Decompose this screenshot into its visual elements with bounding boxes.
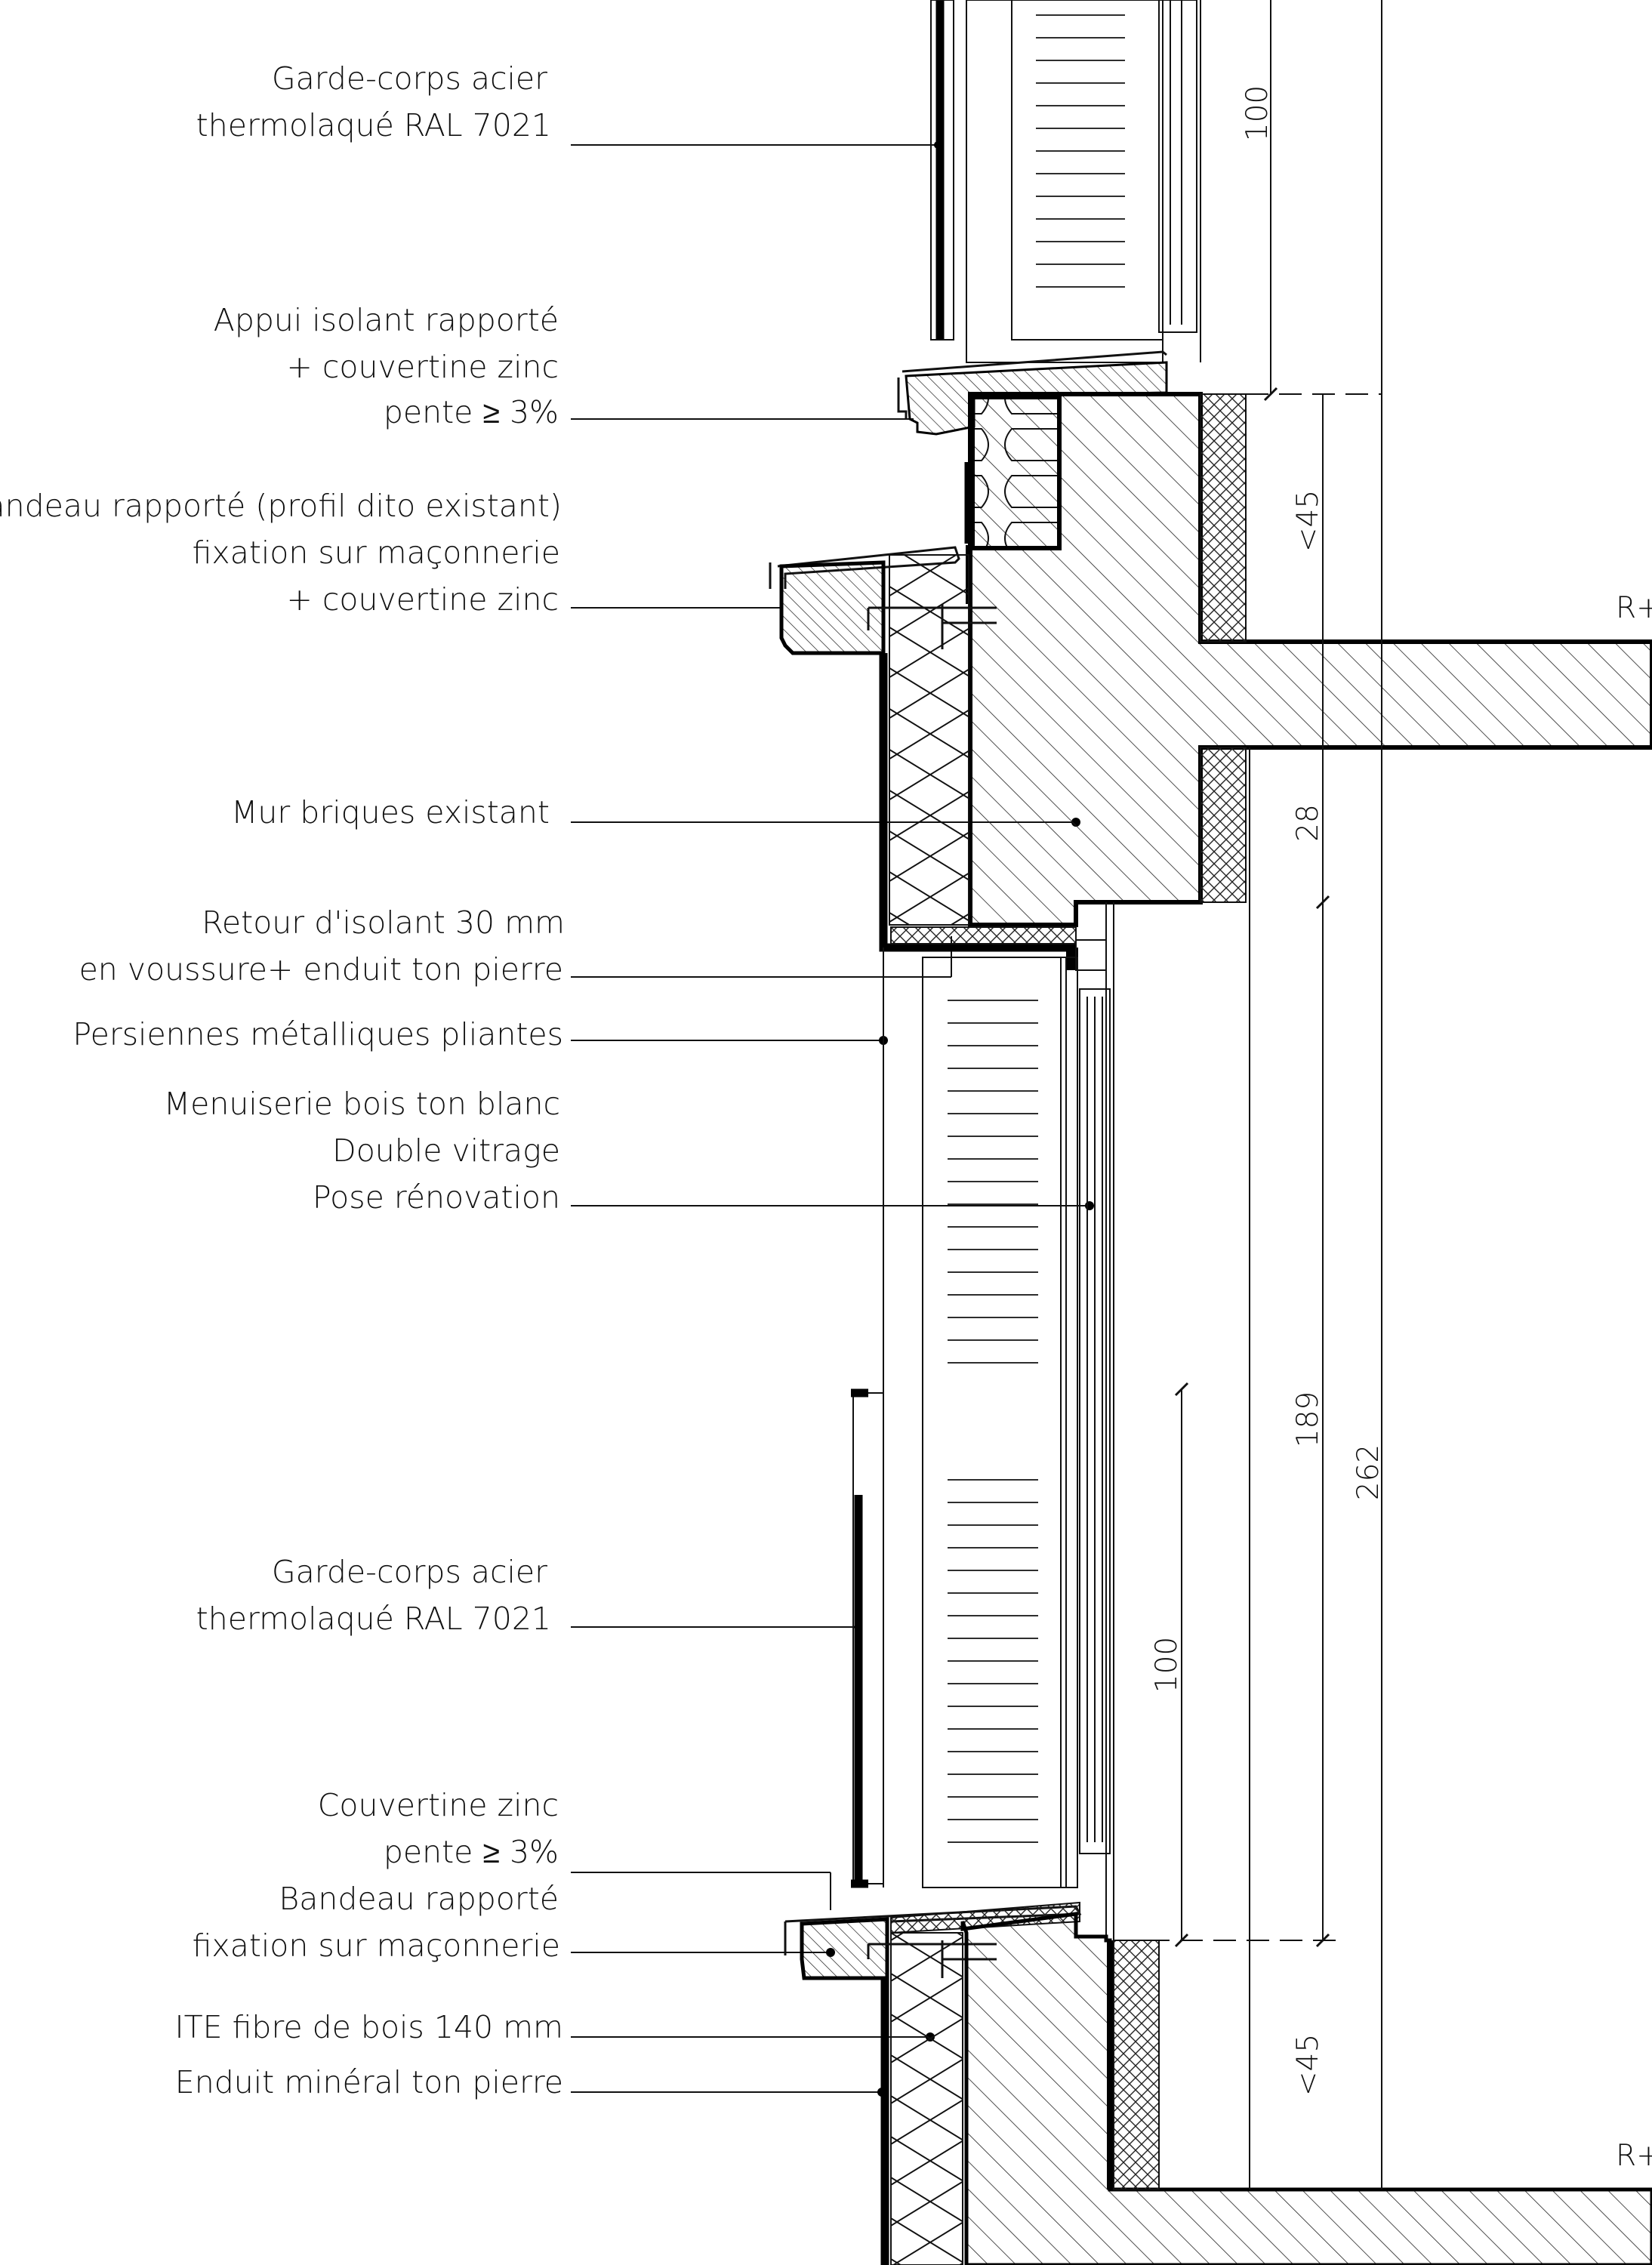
label-brick-wall: Mur briques existant — [231, 794, 550, 830]
annotation-labels: Garde-corps acier thermolaqué RAL 7021 A… — [0, 60, 565, 2100]
main-window — [883, 902, 1114, 1940]
label-zinc-cover-1: Couvertine zinc — [318, 1787, 559, 1823]
label-guardrail-top-2: thermolaqué RAL 7021 — [196, 107, 551, 143]
upper-wall — [964, 392, 1652, 927]
label-zinc-cover-2: pente ≥ 3% — [384, 1834, 559, 1870]
dim-100-bottom: 100 — [1150, 1637, 1184, 1693]
label-render: Enduit minéral ton pierre — [175, 2064, 563, 2100]
label-insulation-return-2: en voussure+ enduit ton pierre — [79, 951, 563, 988]
label-guardrail-bottom-1: Garde-corps acier — [272, 1554, 547, 1590]
label-bandeau-3: + couvertine zinc — [287, 581, 559, 618]
label-guardrail-bottom-2: thermolaqué RAL 7021 — [196, 1601, 551, 1637]
level-marker-top: R+ — [1616, 591, 1652, 625]
dim-45-top: <45 — [1291, 490, 1325, 552]
level-marker-bottom: R+ — [1616, 2139, 1652, 2173]
dimension-text: 100 <45 28 189 262 100 <45 R+ R+ — [1150, 85, 1652, 2173]
label-bandeau-1: andeau rapporté (profil dito existant) — [0, 488, 562, 524]
label-insulation-return-1: Retour d'isolant 30 mm — [202, 904, 565, 941]
label-joinery-1: Menuiserie bois ton blanc — [164, 1086, 560, 1122]
label-sill-1: Appui isolant rapporté — [214, 302, 559, 338]
label-shutters: Persiennes métalliques pliantes — [72, 1016, 563, 1052]
dimension-lines — [1114, 0, 1382, 2190]
label-sill-3: pente ≥ 3% — [384, 394, 559, 430]
upper-window — [930, 0, 1201, 363]
label-joinery-3: Pose rénovation — [313, 1179, 560, 1216]
label-zinc-cover-3: Bandeau rapporté — [279, 1881, 559, 1917]
label-bandeau-2: fixation sur maçonnerie — [193, 535, 560, 571]
label-ite: ITE fibre de bois 140 mm — [175, 2009, 563, 2045]
dim-28: 28 — [1291, 804, 1325, 842]
label-sill-2: + couvertine zinc — [287, 349, 559, 385]
label-guardrail-top-1: Garde-corps acier — [272, 60, 547, 97]
label-zinc-cover-4: fixation sur maçonnerie — [193, 1928, 560, 1964]
lower-guardrail — [851, 1388, 884, 1888]
lower-sill — [784, 1901, 1652, 2265]
dim-45-bottom: <45 — [1291, 2034, 1325, 2096]
label-joinery-2: Double vitrage — [332, 1132, 560, 1169]
dim-100-top: 100 — [1241, 85, 1274, 141]
dim-262: 262 — [1351, 1444, 1385, 1500]
dim-189: 189 — [1291, 1391, 1325, 1447]
